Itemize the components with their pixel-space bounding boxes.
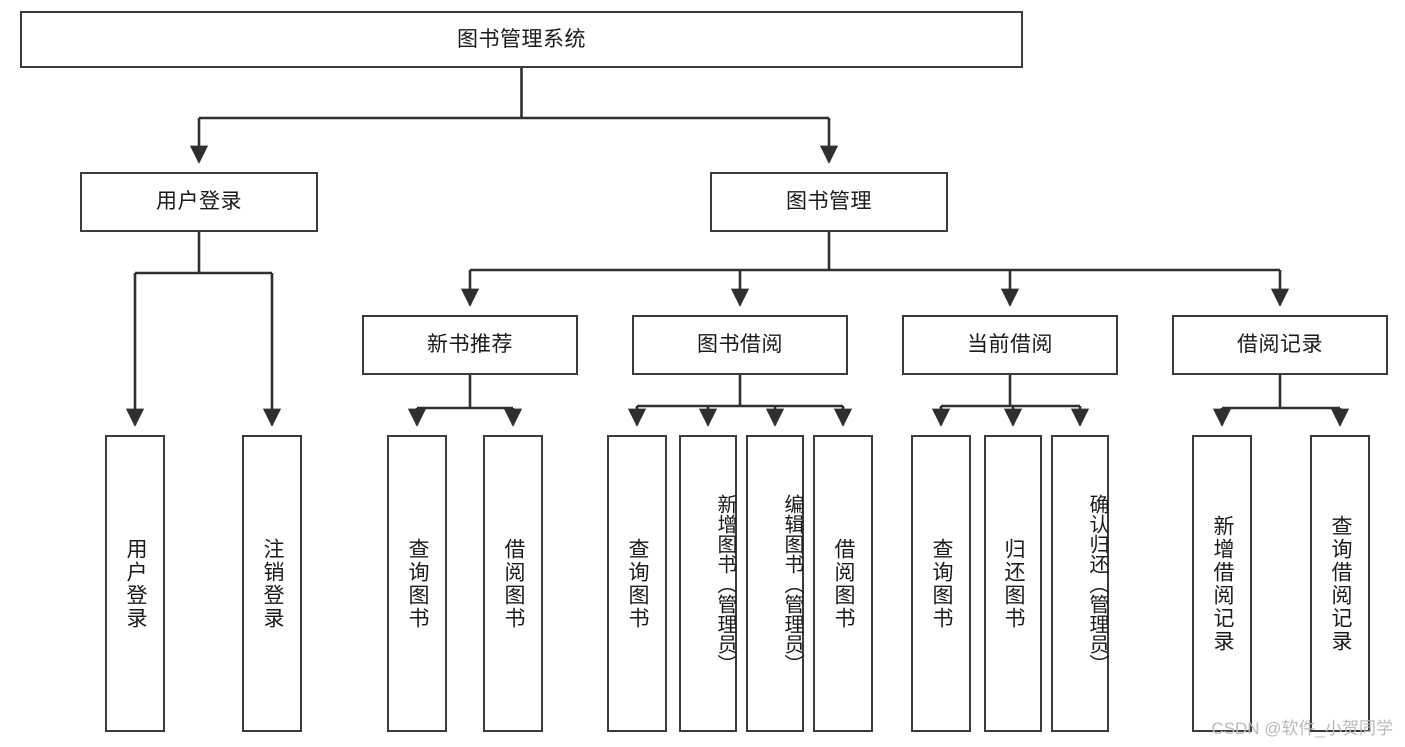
node-book-borrow-label: 图书借阅: [697, 333, 783, 357]
node-leaf-return-book-label: 归还图书: [1002, 537, 1026, 630]
node-leaf-borrow-book-1-label: 借阅图书: [502, 537, 526, 630]
node-leaf-borrow-book-2[interactable]: 借阅图书: [813, 435, 873, 732]
node-leaf-query-book-1-label: 查询图书: [406, 537, 430, 630]
node-leaf-confirm-return-admin[interactable]: 确认归还（管理员）: [1051, 435, 1109, 732]
node-book-management-label: 图书管理: [786, 190, 872, 214]
node-leaf-logout-login[interactable]: 注销登录: [242, 435, 302, 732]
node-leaf-user-login[interactable]: 用户登录: [105, 435, 165, 732]
node-leaf-borrow-book-1[interactable]: 借阅图书: [483, 435, 543, 732]
node-leaf-borrow-book-2-label: 借阅图书: [832, 537, 856, 630]
node-new-book-recommend-label: 新书推荐: [427, 333, 513, 357]
node-borrow-record[interactable]: 借阅记录: [1172, 315, 1388, 375]
node-current-borrow-label: 当前借阅: [967, 333, 1053, 357]
node-borrow-record-label: 借阅记录: [1237, 333, 1323, 357]
node-root-label: 图书管理系统: [457, 27, 586, 51]
node-user-login-label: 用户登录: [156, 190, 242, 214]
node-leaf-add-book-admin-label: 新增图书（管理员）: [714, 493, 736, 674]
node-leaf-query-book-3[interactable]: 查询图书: [911, 435, 971, 732]
node-new-book-recommend[interactable]: 新书推荐: [362, 315, 578, 375]
watermark: CSDN @软件_小贺同学: [1211, 719, 1393, 738]
node-leaf-query-book-1[interactable]: 查询图书: [387, 435, 447, 732]
node-leaf-query-book-2[interactable]: 查询图书: [607, 435, 667, 732]
node-current-borrow[interactable]: 当前借阅: [902, 315, 1118, 375]
node-leaf-user-login-label: 用户登录: [124, 537, 148, 630]
node-user-login[interactable]: 用户登录: [80, 172, 318, 232]
node-leaf-logout-login-label: 注销登录: [261, 537, 285, 630]
node-book-management[interactable]: 图书管理: [710, 172, 948, 232]
node-leaf-query-book-3-label: 查询图书: [930, 537, 954, 630]
node-leaf-return-book[interactable]: 归还图书: [984, 435, 1042, 732]
node-leaf-add-borrow-record[interactable]: 新增借阅记录: [1192, 435, 1252, 732]
node-leaf-query-borrow-record-label: 查询借阅记录: [1329, 514, 1353, 653]
node-leaf-confirm-return-admin-label: 确认归还（管理员）: [1086, 493, 1108, 674]
node-book-borrow[interactable]: 图书借阅: [632, 315, 848, 375]
node-leaf-edit-book-admin-label: 编辑图书（管理员）: [781, 493, 803, 674]
node-leaf-query-borrow-record[interactable]: 查询借阅记录: [1310, 435, 1370, 732]
node-leaf-add-borrow-record-label: 新增借阅记录: [1211, 514, 1235, 653]
node-leaf-add-book-admin[interactable]: 新增图书（管理员）: [679, 435, 737, 732]
node-leaf-edit-book-admin[interactable]: 编辑图书（管理员）: [746, 435, 804, 732]
node-leaf-query-book-2-label: 查询图书: [626, 537, 650, 630]
node-root[interactable]: 图书管理系统: [20, 11, 1023, 68]
